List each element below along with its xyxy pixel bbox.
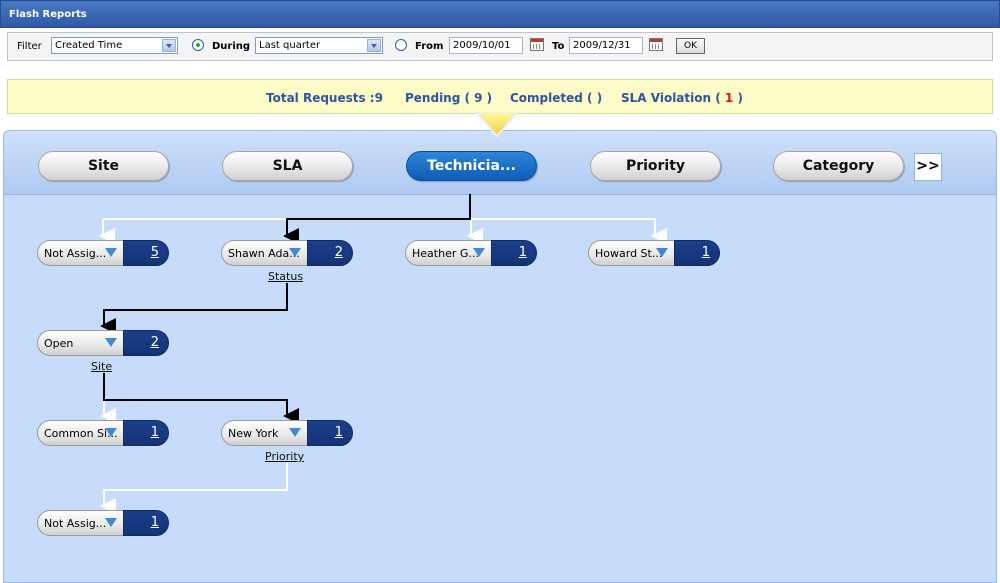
during-label: During — [212, 41, 251, 52]
from-date-input[interactable]: 2009/10/01 — [449, 37, 523, 54]
node-common-site[interactable]: Common Si... 1 — [37, 420, 169, 446]
filter-select-value: Created Time — [55, 40, 123, 51]
sla-violation-close: ) — [737, 91, 743, 105]
sla-violation-count: 1 — [724, 91, 734, 105]
to-label: To — [552, 41, 565, 52]
tab-site[interactable]: Site — [38, 151, 169, 181]
node-count-link[interactable]: 5 — [123, 240, 169, 266]
node-new-york[interactable]: New York 1 — [221, 420, 353, 446]
drilldown-canvas: Site SLA Technicia... Priority Category … — [3, 130, 997, 583]
node-label: Howard St... — [588, 240, 674, 266]
node-count-link[interactable]: 1 — [674, 240, 720, 266]
sla-violation-link[interactable]: SLA Violation ( 1 ) — [621, 91, 743, 105]
pending-link[interactable]: Pending ( 9 ) — [405, 91, 493, 105]
calendar-icon[interactable] — [530, 38, 544, 51]
node-count-link[interactable]: 2 — [307, 240, 353, 266]
sla-violation-label: SLA Violation ( — [621, 91, 721, 105]
ok-button[interactable]: OK — [676, 38, 705, 54]
node-count-link[interactable]: 1 — [123, 510, 169, 536]
dropdown-triangle-icon[interactable] — [473, 248, 485, 257]
dropdown-triangle-icon[interactable] — [656, 248, 668, 257]
site-link[interactable]: Site — [91, 360, 113, 373]
tab-strip: Site SLA Technicia... Priority Category … — [4, 131, 996, 195]
during-radio[interactable] — [192, 39, 204, 51]
filter-label: Filter — [17, 41, 42, 52]
total-requests-link[interactable]: Total Requests :9 — [266, 91, 383, 105]
node-heather[interactable]: Heather G... 1 — [405, 240, 537, 266]
dropdown-triangle-icon[interactable] — [105, 428, 117, 437]
tab-technician[interactable]: Technicia... — [406, 151, 537, 181]
chevron-down-icon[interactable] — [162, 39, 176, 52]
node-not-assigned[interactable]: Not Assig... 5 — [37, 240, 169, 266]
tab-category[interactable]: Category — [773, 151, 904, 181]
node-count-link[interactable]: 1 — [123, 420, 169, 446]
from-label: From — [415, 41, 444, 52]
tab-priority[interactable]: Priority — [590, 151, 721, 181]
node-open[interactable]: Open 2 — [37, 330, 169, 356]
dropdown-triangle-icon[interactable] — [105, 518, 117, 527]
tab-sla[interactable]: SLA — [222, 151, 353, 181]
priority-link[interactable]: Priority — [265, 450, 305, 463]
completed-link[interactable]: Completed ( ) — [510, 91, 603, 105]
more-tabs-button[interactable]: >> — [914, 153, 942, 181]
node-count-link[interactable]: 2 — [123, 330, 169, 356]
node-shawn[interactable]: Shawn Ada... 2 — [221, 240, 353, 266]
node-howard[interactable]: Howard St... 1 — [588, 240, 720, 266]
dropdown-triangle-icon[interactable] — [289, 248, 301, 257]
calendar-icon[interactable] — [649, 38, 663, 51]
node-not-assigned-priority[interactable]: Not Assig... 1 — [37, 510, 169, 536]
dropdown-triangle-icon[interactable] — [289, 428, 301, 437]
status-link[interactable]: Status — [268, 270, 304, 283]
node-count-link[interactable]: 1 — [307, 420, 353, 446]
pointer-arrow-icon — [474, 112, 520, 138]
chevron-down-icon[interactable] — [367, 39, 381, 52]
during-select[interactable]: Last quarter — [255, 37, 383, 54]
node-label: Common Si... — [37, 420, 123, 446]
dropdown-triangle-icon[interactable] — [105, 248, 117, 257]
filter-select[interactable]: Created Time — [51, 37, 178, 54]
dropdown-triangle-icon[interactable] — [105, 338, 117, 347]
node-count-link[interactable]: 1 — [491, 240, 537, 266]
to-date-input[interactable]: 2009/12/31 — [569, 37, 643, 54]
during-select-value: Last quarter — [259, 40, 321, 51]
title-bar: Flash Reports — [0, 0, 1000, 28]
filter-bar: Filter Created Time During Last quarter … — [7, 32, 993, 61]
from-radio[interactable] — [395, 39, 407, 51]
summary-bar: Total Requests :9 Pending ( 9 ) Complete… — [7, 79, 993, 114]
window-title: Flash Reports — [9, 9, 87, 20]
